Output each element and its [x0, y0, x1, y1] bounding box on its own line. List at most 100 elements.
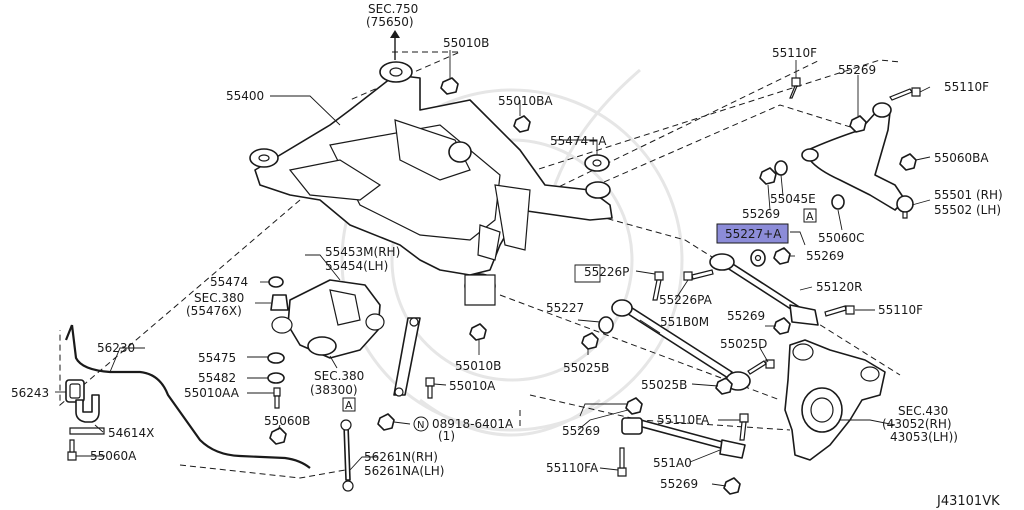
label-55010aa[interactable]: 55010AA: [184, 386, 240, 400]
label-sec750-ref: (75650): [366, 15, 414, 29]
label-55482[interactable]: 55482: [198, 371, 236, 385]
label-55110f-right[interactable]: 55110F: [944, 80, 989, 94]
label-551b0m[interactable]: 551B0M: [660, 315, 709, 329]
washer-55227[interactable]: [598, 316, 614, 334]
label-55120r[interactable]: 55120R: [816, 280, 863, 294]
label-sec380a[interactable]: SEC.380: [194, 291, 244, 305]
bolt-55110f-c[interactable]: [824, 305, 855, 317]
bolt-55025d[interactable]: [747, 359, 775, 375]
washer-55482[interactable]: [267, 372, 285, 384]
nut-55025b-b[interactable]: [715, 377, 733, 395]
label-55269-bot[interactable]: 55269: [660, 477, 698, 491]
washer-55045e[interactable]: [774, 160, 788, 176]
lower-link-55120r[interactable]: [709, 253, 819, 326]
rear-suspension-member[interactable]: [249, 61, 613, 306]
label-sec380b-ref: (38300): [310, 383, 358, 397]
nut-55269-c[interactable]: [773, 317, 791, 335]
label-08918-qty: (1): [438, 429, 455, 443]
nut-55269-top[interactable]: [849, 115, 867, 133]
label-55060c[interactable]: 55060C: [818, 231, 865, 245]
washer-55475[interactable]: [267, 352, 285, 364]
nut-n-badge-label: N: [417, 420, 424, 431]
nut-55269-mid[interactable]: [759, 167, 777, 185]
label-55400[interactable]: 55400: [226, 89, 264, 103]
washer-55474[interactable]: [268, 276, 284, 288]
label-551a0[interactable]: 551A0: [653, 456, 692, 470]
bolt-55110f-top[interactable]: [789, 77, 801, 99]
label-55227a[interactable]: 55227+A: [725, 227, 782, 241]
label-55010ba[interactable]: 55010BA: [498, 94, 553, 108]
washer-55227a[interactable]: [750, 249, 766, 267]
nut-08918[interactable]: [377, 413, 395, 431]
label-55010b-mid[interactable]: 55010B: [455, 359, 501, 373]
bolt-55110f-right[interactable]: [889, 87, 921, 101]
label-55269-mid[interactable]: 55269: [742, 207, 780, 221]
label-55475[interactable]: 55475: [198, 351, 236, 365]
bolt-55010aa[interactable]: [273, 387, 281, 409]
label-55454[interactable]: 55454(LH): [325, 259, 388, 273]
label-55110fa[interactable]: 55110FA: [657, 413, 710, 427]
label-55502[interactable]: 55502 (LH): [934, 203, 1001, 217]
label-sec750[interactable]: SEC.750: [368, 2, 418, 16]
nut-55025b-a[interactable]: [581, 332, 599, 350]
label-55227[interactable]: 55227: [546, 301, 584, 315]
marker-a-upper-label: A: [806, 210, 814, 223]
nut-55060b[interactable]: [269, 427, 287, 445]
label-sec380b[interactable]: SEC.380: [314, 369, 364, 383]
label-55025b-a[interactable]: 55025B: [563, 361, 609, 375]
washer-55060c[interactable]: [831, 194, 845, 210]
nut-55010ba[interactable]: [513, 115, 531, 133]
nut-55269-bot[interactable]: [723, 477, 741, 495]
label-56261na[interactable]: 56261NA(LH): [364, 464, 444, 478]
label-55269-top[interactable]: 55269: [838, 63, 876, 77]
nut-55060ba[interactable]: [899, 153, 917, 171]
differential-unit: [271, 279, 385, 359]
label-55453m[interactable]: 55453M(RH): [325, 245, 400, 259]
label-56261n[interactable]: 56261N(RH): [364, 450, 438, 464]
label-56230[interactable]: 56230: [97, 341, 135, 355]
bushing-55474a[interactable]: [584, 154, 610, 172]
label-55269-c[interactable]: 55269: [727, 309, 765, 323]
bolt-55110fa[interactable]: [739, 413, 749, 441]
upper-link[interactable]: [801, 102, 914, 219]
label-sec430[interactable]: SEC.430: [898, 404, 948, 418]
bolt-55110fa-b[interactable]: [617, 447, 627, 477]
label-55269-r[interactable]: 55269: [806, 249, 844, 263]
label-55060a[interactable]: 55060A: [90, 449, 137, 463]
nut-55010b-mid[interactable]: [469, 323, 487, 341]
label-55110f-top[interactable]: 55110F: [772, 46, 817, 60]
bolt-55010a[interactable]: [425, 377, 435, 399]
marker-a-lower-label: A: [345, 399, 353, 412]
label-55110fa-b[interactable]: 55110FA: [546, 461, 599, 475]
label-55060b[interactable]: 55060B: [264, 414, 310, 428]
label-55269-bl[interactable]: 55269: [562, 424, 600, 438]
bolt-55226p[interactable]: [652, 271, 664, 301]
label-55226p[interactable]: 55226P: [584, 265, 629, 279]
label-55060ba[interactable]: 55060BA: [934, 151, 989, 165]
label-55010a[interactable]: 55010A: [449, 379, 496, 393]
label-55474a[interactable]: 55474+A: [550, 134, 607, 148]
label-55474[interactable]: 55474: [210, 275, 248, 289]
nut-55269-r[interactable]: [773, 247, 791, 265]
stabilizer-clamp[interactable]: [69, 394, 105, 435]
label-55226pa[interactable]: 55226PA: [659, 293, 713, 307]
stabilizer-bar[interactable]: [64, 324, 311, 469]
nut-55269-bl[interactable]: [625, 397, 643, 415]
label-54614x[interactable]: 54614X: [108, 426, 154, 440]
label-08918-6401a[interactable]: 08918-6401A: [432, 417, 514, 431]
toe-link-551a0[interactable]: [621, 417, 746, 459]
label-55045e[interactable]: 55045E: [770, 192, 816, 206]
label-55025d[interactable]: 55025D: [720, 337, 767, 351]
stabilizer-bushing[interactable]: [65, 379, 85, 403]
stabilizer-connecting-rod[interactable]: [340, 419, 354, 492]
bushing-sec380[interactable]: [270, 294, 289, 311]
nut-55010b-top[interactable]: [440, 77, 459, 95]
label-56243[interactable]: 56243: [11, 386, 49, 400]
label-55025b-b[interactable]: 55025B: [641, 378, 687, 392]
label-55501[interactable]: 55501 (RH): [934, 188, 1003, 202]
label-55110f-c[interactable]: 55110F: [878, 303, 923, 317]
bolt-55060a[interactable]: [67, 439, 77, 461]
bolt-55226pa[interactable]: [683, 269, 714, 281]
label-55010b-top[interactable]: 55010B: [443, 36, 489, 50]
member-stay[interactable]: [393, 317, 421, 397]
